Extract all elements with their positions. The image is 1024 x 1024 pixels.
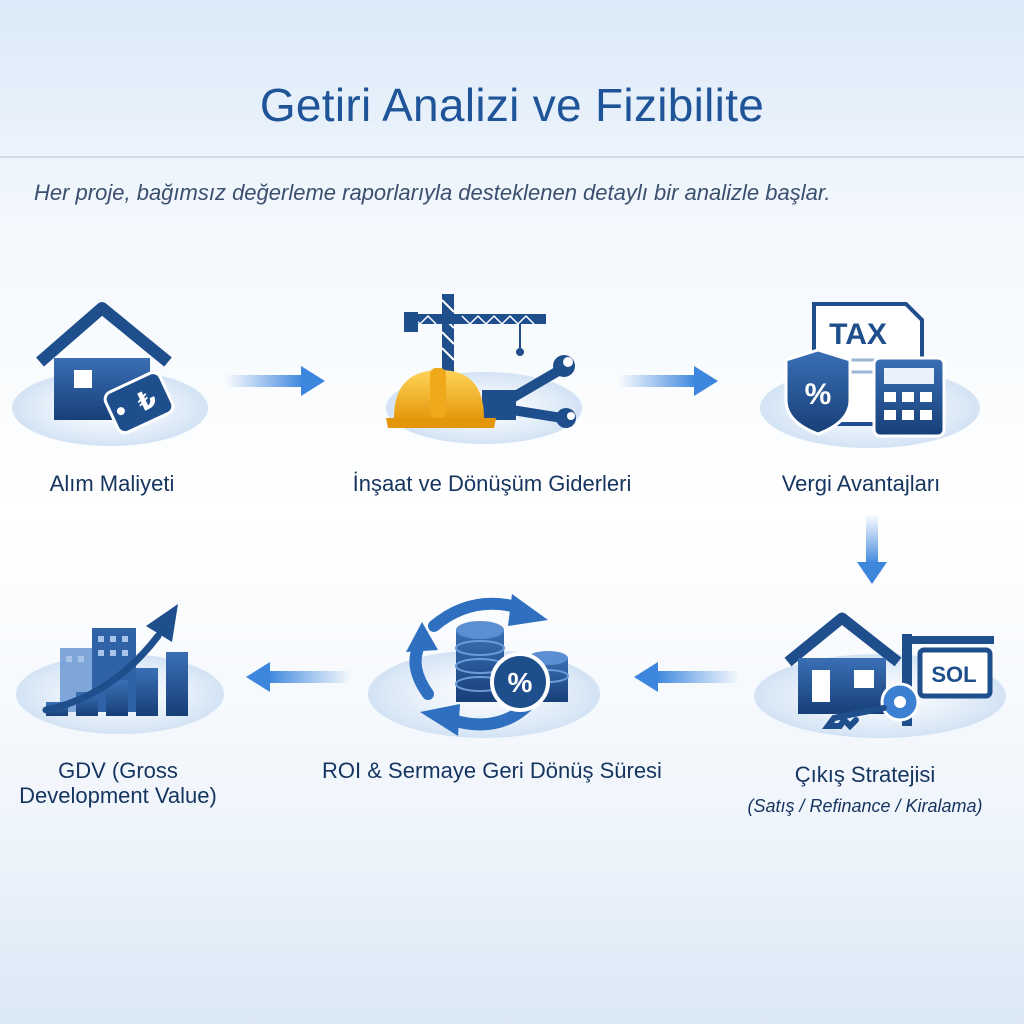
step-label-construction: İnşaat ve Dönüşüm Giderleri [352,471,632,496]
growth-chart-icon [16,604,224,734]
step-label-purchase-cost: Alım Maliyeti [49,471,175,496]
arrow-right-2 [618,366,718,396]
house-key-sold-sign-icon: SOL [754,612,1006,738]
tax-text: TAX [829,318,887,351]
arrow-left-2 [246,662,352,692]
step-label-gdv: GDV (Gross Development Value) [19,758,217,809]
step-exit-strategy: SOL [750,606,1020,746]
page-subtitle: Her proje, bağımsız değerleme raporlarıy… [34,180,831,205]
percent-symbol: % [805,378,832,411]
title-divider [0,156,1024,158]
house-price-tag-icon: ₺ [12,302,208,446]
step-label-roi: ROI & Sermaye Geri Dönüş Süresi [322,758,662,783]
arrow-left-1 [634,662,740,692]
step-label-exit-strategy: Çıkış Stratejisi [794,762,936,787]
step-gdv [12,596,232,736]
tax-calculator-icon: TAX % [760,302,980,448]
crane-helmet-wrench-icon [386,294,582,444]
sold-sign-text: SOL [931,662,976,687]
step-purchase-cost: ₺ [10,300,210,450]
roi-coins-cycle-icon: % [368,594,600,738]
step-sublabel-exit-strategy: (Satış / Refinance / Kiralama) [747,796,983,816]
roi-percent-symbol: % [508,667,533,698]
step-label-tax-advantages: Vergi Avantajları [781,471,941,496]
arrow-down [857,514,887,584]
step-tax-advantages: TAX % [756,296,986,456]
step-roi: % [362,586,602,746]
arrow-right-1 [225,366,325,396]
page-title: Getiri Analizi ve Fizibilite [259,79,765,131]
step-construction [372,286,592,446]
